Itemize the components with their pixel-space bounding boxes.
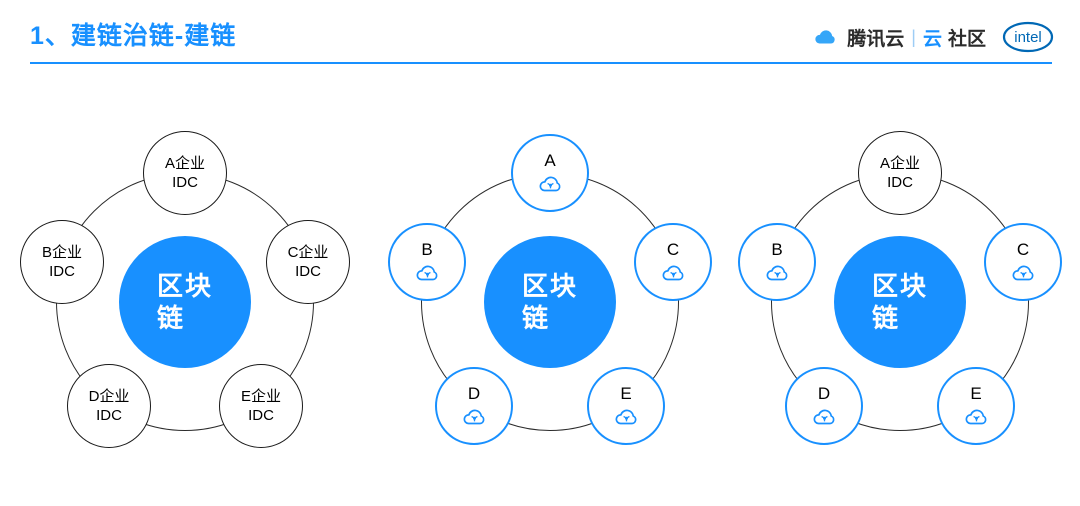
node-label: E企业 <box>240 388 281 405</box>
node-letter: D <box>467 383 481 403</box>
node-label: A企业 <box>879 155 920 172</box>
node-e-cloud: E <box>587 367 665 445</box>
node-label: IDC <box>295 263 321 280</box>
logo-bar: 腾讯云 | 云 社区 intel <box>809 20 1054 54</box>
node-label: IDC <box>887 174 913 191</box>
node-a-cloud: A <box>511 134 589 212</box>
node-letter: D <box>817 383 831 403</box>
cloud-node-icon <box>766 265 788 280</box>
cloud-node-icon <box>539 176 561 191</box>
blockchain-label-line1: 区块 <box>156 271 213 301</box>
node-b-idc: B企业 IDC <box>20 220 104 304</box>
title-underline <box>30 62 1052 64</box>
logo-divider: | <box>911 26 916 47</box>
cloud-node-icon <box>662 265 684 280</box>
node-letter: B <box>421 239 433 259</box>
tencent-brand-text: 腾讯云 <box>847 28 905 50</box>
node-letter: C <box>666 239 680 259</box>
blockchain-label: 区块 链 <box>872 270 928 334</box>
cloud-node-icon <box>615 409 637 424</box>
node-e-cloud: E <box>937 367 1015 445</box>
node-e-idc: E企业 IDC <box>219 364 303 448</box>
cloud-node-icon <box>1012 265 1034 280</box>
blockchain-center: 区块 链 <box>484 236 616 368</box>
node-letter: C <box>1016 239 1030 259</box>
community-text: 社区 <box>947 28 986 50</box>
node-c-idc: C企业 IDC <box>266 220 350 304</box>
tencent-cloud-logo-icon <box>815 30 835 44</box>
blockchain-label-line2: 链 <box>871 303 900 333</box>
node-label: C企业 <box>287 244 329 261</box>
cloud-node-icon <box>813 409 835 424</box>
cloud-node-icon <box>965 409 987 424</box>
blockchain-center: 区块 链 <box>119 236 251 368</box>
blockchain-label-line1: 区块 <box>871 271 928 301</box>
node-d-cloud: D <box>785 367 863 445</box>
intel-logo-text: intel <box>1014 29 1042 46</box>
intel-logo: intel <box>1002 21 1054 53</box>
node-label: IDC <box>172 174 198 191</box>
cloud-node-icon <box>463 409 485 424</box>
cloud-node-icon <box>416 265 438 280</box>
tencent-cloud-logo: 腾讯云 | 云 社区 <box>809 24 986 51</box>
diagram-cloud-only: 区块 链 A B C <box>370 112 730 504</box>
node-letter: A <box>544 150 556 170</box>
node-c-cloud: C <box>984 223 1062 301</box>
node-label: D企业 <box>88 388 130 405</box>
node-label: B企业 <box>41 244 82 261</box>
node-label: IDC <box>49 263 75 280</box>
node-b-cloud: B <box>738 223 816 301</box>
blockchain-label-line2: 链 <box>521 303 550 333</box>
node-a-idc: A企业 IDC <box>143 131 227 215</box>
node-label: IDC <box>248 407 274 424</box>
community-cloud-glyph: 云 <box>922 28 942 50</box>
diagram-idc-only: 区块 链 A企业 IDC B企业 IDC C企业 IDC D企业 IDC E企业… <box>5 112 365 504</box>
blockchain-label-line2: 链 <box>156 303 185 333</box>
node-a-idc: A企业 IDC <box>858 131 942 215</box>
node-label: IDC <box>96 407 122 424</box>
node-letter: E <box>970 383 982 403</box>
page-title: 1、建链治链-建链 <box>30 22 237 50</box>
node-b-cloud: B <box>388 223 466 301</box>
diagram-hybrid: 区块 链 A企业 IDC B C D <box>720 112 1080 504</box>
node-label: A企业 <box>164 155 205 172</box>
node-c-cloud: C <box>634 223 712 301</box>
node-d-idc: D企业 IDC <box>67 364 151 448</box>
node-letter: B <box>771 239 783 259</box>
node-d-cloud: D <box>435 367 513 445</box>
blockchain-label: 区块 链 <box>522 270 578 334</box>
blockchain-label-line1: 区块 <box>521 271 578 301</box>
blockchain-center: 区块 链 <box>834 236 966 368</box>
node-letter: E <box>620 383 632 403</box>
blockchain-label: 区块 链 <box>157 270 213 334</box>
